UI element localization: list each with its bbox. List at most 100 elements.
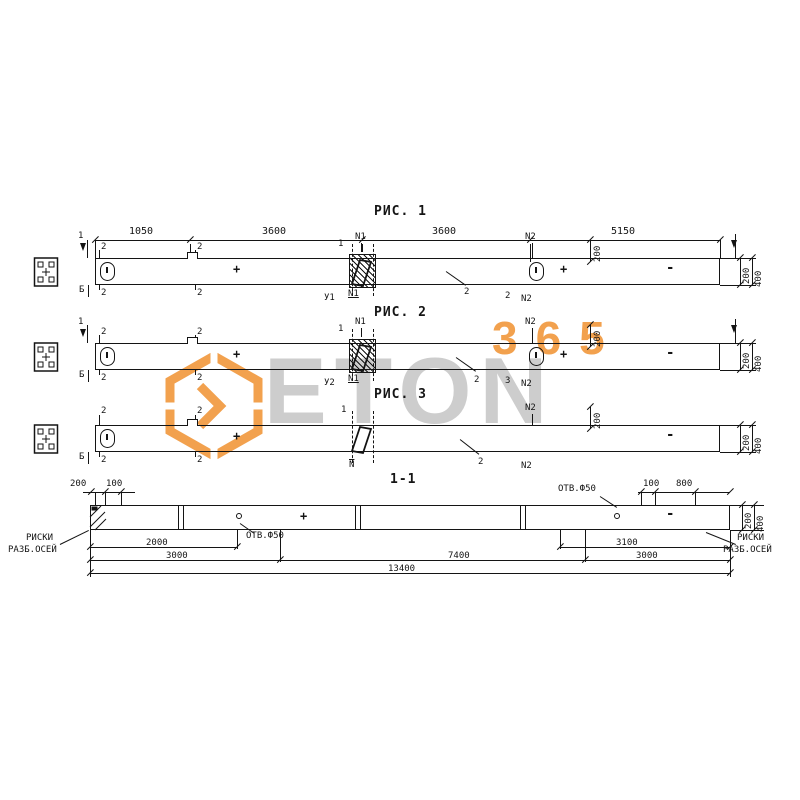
riski-left-line2: РАЗБ.ОСЕЙ <box>8 545 57 555</box>
cut-arrow-icon <box>80 329 86 337</box>
fig1-cut2-label: 2 <box>197 242 203 252</box>
fig3-cut2-label: 2 <box>101 406 107 416</box>
fig2-n1-bottom: N1 <box>348 374 359 384</box>
minus-mark: - <box>666 506 675 522</box>
marker-line <box>532 414 533 425</box>
fig1-b-mark: Б <box>79 285 85 295</box>
leader-line <box>59 530 90 546</box>
extension-line <box>190 244 191 258</box>
fig2-u2-label: У2 <box>324 378 335 388</box>
cut-line <box>87 325 88 343</box>
hole-icon <box>614 513 620 519</box>
fig2-beam <box>95 343 720 370</box>
dim-line <box>740 343 741 370</box>
hole-icon <box>236 513 242 519</box>
joint-line <box>360 505 361 530</box>
tick <box>233 543 242 551</box>
lifting-loop-icon <box>529 347 544 366</box>
riski-left-line1: РИСКИ <box>26 533 54 543</box>
sec-height-400: 400 <box>756 515 766 532</box>
fig3-cut2-label: 2 <box>101 455 107 465</box>
centerline <box>373 244 374 296</box>
fig1-n1-bottom: N1 <box>348 289 359 299</box>
fig3-cut2-label: 2 <box>197 406 203 416</box>
minus-mark: - <box>666 345 675 361</box>
extension-line <box>695 492 696 505</box>
sec-dim-3000-left: 3000 <box>166 551 188 561</box>
fig3-n-bottom: N <box>349 460 355 470</box>
lifting-loop-icon <box>100 429 115 448</box>
plus-mark: + <box>560 347 568 361</box>
centerline <box>352 244 353 296</box>
fig2-200-dim-line <box>590 325 591 347</box>
joint-line <box>178 505 179 530</box>
fig3-n2-top: N2 <box>525 403 536 413</box>
marker-line <box>532 328 533 343</box>
extension-line <box>560 530 561 549</box>
section-parallelogram-icon <box>350 343 373 373</box>
riski-right-line2: РАЗБ.ОСЕЙ <box>723 545 772 555</box>
sec-height-200: 200 <box>744 512 754 529</box>
dim-line-2000 <box>90 547 237 548</box>
sec-dim-800: 800 <box>676 479 693 489</box>
fig2-cut1-label: 1 <box>78 317 84 327</box>
joint-line <box>355 505 356 530</box>
lifting-loop-icon <box>100 347 115 366</box>
fig1-title: РИС. 1 <box>374 204 427 219</box>
fig2-mark1: 1 <box>338 324 344 334</box>
sec-dim-7400: 7400 <box>448 551 470 561</box>
riski-right-line1: РИСКИ <box>737 533 765 543</box>
extension-line <box>730 530 764 531</box>
fig2-n2-bottom: N2 <box>521 379 532 389</box>
extension-line <box>88 370 89 382</box>
section-parallelogram-icon <box>350 425 373 455</box>
fig3-b-mark: Б <box>79 452 85 462</box>
fig2-cut2-label: 2 <box>197 373 203 383</box>
lifting-loop-icon <box>100 262 115 281</box>
extension-line <box>641 492 642 505</box>
centerline <box>352 411 353 463</box>
fig1-200-dim-line <box>590 240 591 262</box>
fig1-dim-3600a: 3600 <box>262 226 287 237</box>
fig1-n2-bottom: N2 <box>521 294 532 304</box>
loop-slot <box>106 267 108 273</box>
tick <box>726 488 735 496</box>
fig1-callout2: 2 <box>464 287 470 297</box>
fig1-cut1-label: 1 <box>78 231 84 241</box>
cut-line <box>195 285 196 290</box>
fig2-cut3-label: 3 <box>505 376 511 386</box>
dim-line <box>740 425 741 452</box>
extension-line <box>730 530 731 577</box>
fig2-b-mark: Б <box>79 370 85 380</box>
fig1-cut2b-label: 2 <box>505 291 511 301</box>
dim-line <box>83 492 135 493</box>
fig3-callout2: 2 <box>478 457 484 467</box>
cut-arrow-icon <box>731 240 737 248</box>
beam-notch <box>187 419 198 426</box>
extension-line <box>90 530 91 577</box>
fig1-cut2-label: 2 <box>101 288 107 298</box>
cut-line <box>99 250 100 258</box>
extension-line <box>530 244 531 262</box>
plus-mark: + <box>233 429 241 443</box>
extension-line <box>720 240 721 258</box>
fig1-n1-top: N1 <box>355 232 366 242</box>
extension-line <box>88 285 89 297</box>
extension-line <box>88 452 89 464</box>
beam-end-mark-icon <box>89 505 107 531</box>
fig1-height-200: 200 <box>742 267 752 284</box>
anchor-detail-icon <box>33 257 59 287</box>
extension-line <box>121 492 122 505</box>
cut-line <box>99 335 100 343</box>
section-beam <box>90 505 730 530</box>
fig3-mark1: 1 <box>341 405 347 415</box>
centerline <box>373 329 374 381</box>
dim-line <box>752 425 753 452</box>
dim-line <box>740 258 741 285</box>
fig3-beam <box>95 425 720 452</box>
cut-line <box>195 452 196 457</box>
plus-mark: + <box>560 262 568 276</box>
watermark-number: 365 <box>492 312 623 364</box>
cut-line <box>99 415 100 425</box>
